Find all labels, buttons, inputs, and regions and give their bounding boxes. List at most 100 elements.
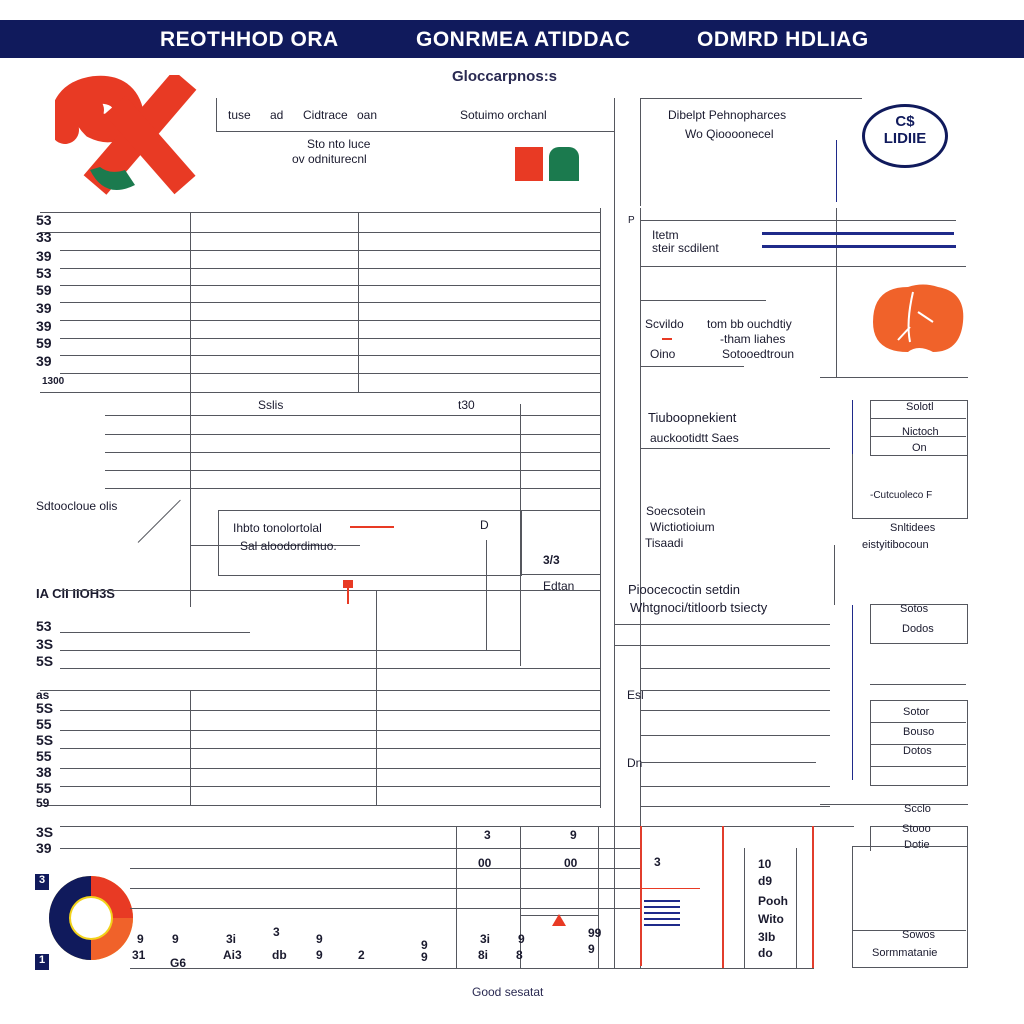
red-caret-icon: [552, 914, 566, 926]
header-tab-3[interactable]: ODMRD HDLIAG: [697, 28, 869, 51]
striped-marker: [644, 900, 680, 930]
far-right-box-2: [870, 604, 968, 644]
bottom-cell: 2: [358, 948, 365, 962]
row-label: 59: [36, 335, 52, 351]
bottom-cell: 9: [518, 932, 525, 946]
inner-box-line-1: Ihbto tonolortolal: [233, 521, 322, 535]
top-form-field-4: oan: [357, 108, 378, 122]
block5-b: Whtgnoci/titloorb tsiecty: [630, 600, 768, 615]
far-right-frame: [852, 454, 968, 519]
bottom-cell: 9: [421, 950, 428, 964]
top-form-field-5: Sotuimo orchanl: [460, 108, 547, 122]
far-right-box-1: [870, 400, 968, 456]
row-label: 5S: [36, 700, 54, 716]
ribbon-logo-icon: [50, 70, 205, 205]
header-tab-2[interactable]: GONRMEA ATIDDAC: [416, 28, 631, 51]
bottom-cell: 31: [132, 948, 146, 962]
block3-b: auckootidtt Saes: [650, 431, 739, 445]
row-label: 39: [36, 248, 52, 264]
bottom-cell: 9: [421, 938, 428, 952]
row-label: 55: [36, 780, 52, 796]
wheel-label-bottom: 1: [35, 954, 49, 970]
bottom-cell: 9: [137, 932, 144, 946]
grid-mid-num: 00: [564, 856, 578, 870]
row-label: 53: [36, 212, 52, 228]
header-tab-1[interactable]: REOTHHOD ORA: [160, 28, 339, 51]
right-stack-value: do: [758, 946, 773, 960]
far-right-box1-row: Solotl: [906, 401, 934, 413]
block2-b: tom bb ouchdtiy: [707, 317, 792, 331]
bottom-cell: 9: [172, 932, 179, 946]
bottom-cell: G6: [170, 956, 187, 970]
right-stack-value: Pooh: [758, 894, 788, 908]
row-label: 59: [36, 282, 52, 298]
top-form-field-3: Cidtrace: [303, 108, 348, 122]
row-label-text-1: Sdtoocloue olis: [36, 499, 118, 513]
p-label: P: [628, 215, 635, 226]
label-e: Esl: [627, 688, 644, 702]
block4-a: Soecsotein: [646, 504, 706, 518]
header-bar: REOTHHOD ORA GONRMEA ATIDDAC ODMRD HDLIA…: [0, 20, 1024, 58]
far-right-box3-row: Sotor: [903, 706, 930, 718]
row-label: 55: [36, 716, 52, 732]
grid-mid-num: 9: [570, 828, 577, 842]
segmented-wheel-icon: 3 1: [33, 868, 145, 970]
row-label: 5S: [36, 732, 54, 748]
far-right-box4-row: Dotie: [904, 839, 930, 851]
far-right-box-4: [870, 826, 968, 851]
far-right-box3-row: Dotos: [903, 745, 932, 757]
far-right-box-3: [870, 700, 968, 786]
far-right-caption-3: eistyitibocoun: [862, 539, 929, 551]
row-label-extra: 1300: [42, 376, 65, 387]
right-stack-value: 3Ib: [758, 930, 776, 944]
grid-mid-num: 00: [478, 856, 492, 870]
far-right-box3-row: Bouso: [903, 726, 935, 738]
mark-a: D: [480, 518, 489, 532]
round-badge-icon: C$ LIDIIE: [862, 104, 948, 168]
mark-c: Edtan: [543, 579, 575, 593]
right-stack-value: d9: [758, 874, 773, 888]
bottom-cell: 3i: [226, 932, 237, 946]
bottom-cell: 99: [588, 926, 602, 940]
right-stack-value: Wito: [758, 912, 784, 926]
blue-bar-1: [762, 232, 954, 235]
badge-line-1: C$: [895, 113, 915, 130]
row-label: 59: [36, 796, 50, 810]
inner-box-line-2: Sal aloodordimuo.: [240, 539, 337, 553]
blue-bar-2: [762, 245, 956, 248]
row-label: 53: [36, 265, 52, 281]
mark-b: 3/3: [543, 553, 560, 567]
right-header-line-2: Wo Qioooonecel: [685, 127, 774, 141]
row-label: 3S: [36, 636, 54, 652]
column-header-a: Sslis: [258, 398, 284, 412]
grid-mid-num: 3: [484, 828, 491, 842]
far-right-box4-row: Stooo: [902, 823, 931, 835]
top-form-note-1: Sto nto luce: [307, 137, 371, 151]
row-label: 39: [36, 353, 52, 369]
far-right-box2-row: Sotos: [900, 603, 929, 615]
red-pin-icon: [343, 580, 353, 604]
far-right-box1-row: On: [912, 442, 927, 454]
row-label: 3S: [36, 824, 54, 840]
block4-c: Tisaadi: [645, 536, 684, 550]
right-header-line-1: Dibelpt Pehnopharces: [668, 108, 787, 122]
grid-mid-num: 3: [654, 855, 661, 869]
far-right-box5-row: Sormmatanie: [872, 947, 938, 959]
far-right-box2-row: Dodos: [902, 623, 934, 635]
block3-a: Tiuboopnekient: [648, 410, 737, 425]
far-right-caption-1: -Cutcuoleco F: [870, 490, 933, 501]
page-title: Gloccarpnos:s: [452, 68, 558, 85]
row-label: 39: [36, 318, 52, 334]
row-label: 39: [36, 300, 52, 316]
far-right-box4-row: Scclo: [904, 803, 931, 815]
item-line-1: Itetm: [652, 228, 679, 242]
red-green-swatch-icon: [515, 147, 579, 181]
badge-line-2: LIDIIE: [883, 130, 927, 147]
row-label: 55: [36, 748, 52, 764]
block5-a: Pioocecoctin setdin: [628, 582, 741, 597]
far-right-box1-row: Nictoch: [902, 426, 939, 438]
bottom-cell: 8: [516, 948, 523, 962]
top-form-note-2: ov odniturecnl: [292, 152, 367, 166]
right-stack-value: 10: [758, 857, 772, 871]
top-form-field-1: tuse: [228, 108, 251, 122]
